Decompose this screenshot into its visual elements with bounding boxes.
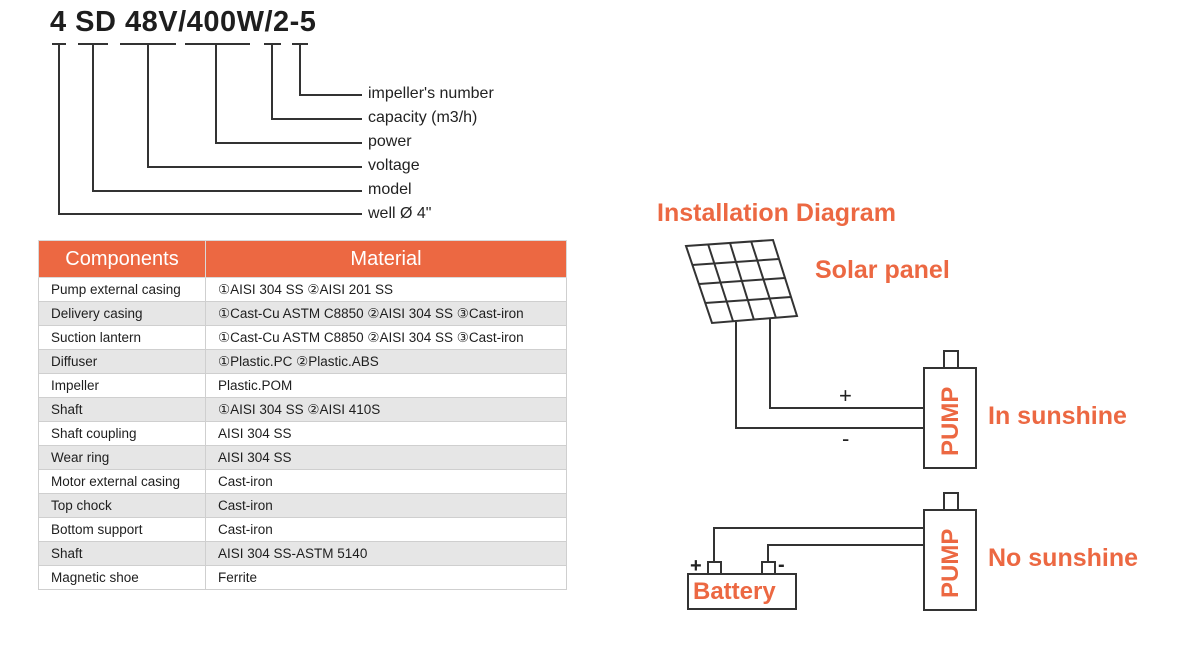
material-cell: AISI 304 SS	[205, 421, 567, 446]
leader-power	[215, 44, 362, 144]
material-cell: AISI 304 SS-ASTM 5140	[205, 541, 567, 566]
battery-plus-sign: +	[690, 555, 702, 577]
leader-well	[58, 44, 362, 215]
legend-impeller-number: impeller's number	[368, 85, 494, 102]
pump-nosunshine-label: PUMP	[937, 529, 964, 598]
material-cell: ①Plastic.PC ②Plastic.ABS	[205, 349, 567, 374]
no-sunshine-label: No sunshine	[988, 544, 1139, 572]
installation-title: Installation Diagram	[657, 199, 896, 227]
in-sunshine-label: In sunshine	[988, 402, 1127, 430]
solar-minus-sign: -	[842, 426, 849, 451]
component-cell: Magnetic shoe	[38, 565, 206, 590]
legend-well: well Ø 4"	[368, 205, 432, 222]
material-cell: ①Cast-Cu ASTM C8850 ②AISI 304 SS ③Cast-i…	[205, 325, 567, 350]
battery-icon	[687, 561, 797, 610]
legend-voltage: voltage	[368, 157, 420, 174]
header-material: Material	[205, 240, 567, 278]
component-cell: Suction lantern	[38, 325, 206, 350]
pump-nosunshine-icon	[923, 492, 977, 611]
material-cell: Cast-iron	[205, 493, 567, 518]
material-cell: Ferrite	[205, 565, 567, 590]
battery-wiring	[713, 527, 924, 562]
component-cell: Wear ring	[38, 445, 206, 470]
table-header-row: Components Material	[38, 240, 567, 278]
model-code-lines	[52, 43, 362, 215]
solar-panel-label: Solar panel	[815, 256, 950, 284]
component-cell: Pump external casing	[38, 277, 206, 302]
legend-power: power	[368, 133, 412, 150]
material-cell: AISI 304 SS	[205, 445, 567, 470]
leader-impeller-number	[299, 44, 362, 96]
pump-sunshine-label: PUMP	[937, 387, 964, 456]
leader-capacity	[271, 44, 362, 120]
leader-voltage	[147, 44, 362, 168]
battery-minus-sign: -	[778, 554, 785, 576]
material-cell: ①AISI 304 SS ②AISI 201 SS	[205, 277, 567, 302]
components-table: Components Material Pump external casing…	[38, 240, 567, 590]
material-cell: Plastic.POM	[205, 373, 567, 398]
component-cell: Diffuser	[38, 349, 206, 374]
leader-model	[92, 44, 362, 192]
component-cell: Bottom support	[38, 517, 206, 542]
solar-panel-icon	[684, 238, 799, 325]
legend-model: model	[368, 181, 412, 198]
solar-wiring	[735, 318, 924, 429]
pump-sunshine-icon	[923, 350, 977, 469]
legend-capacity: capacity (m3/h)	[368, 109, 478, 126]
battery-label: Battery	[693, 578, 776, 605]
solar-plus-sign: +	[839, 383, 852, 408]
model-code: 4 SD 48V/400W/2-5	[50, 6, 317, 38]
material-cell: Cast-iron	[205, 469, 567, 494]
component-cell: Top chock	[38, 493, 206, 518]
header-components: Components	[38, 240, 206, 278]
component-cell: Delivery casing	[38, 301, 206, 326]
